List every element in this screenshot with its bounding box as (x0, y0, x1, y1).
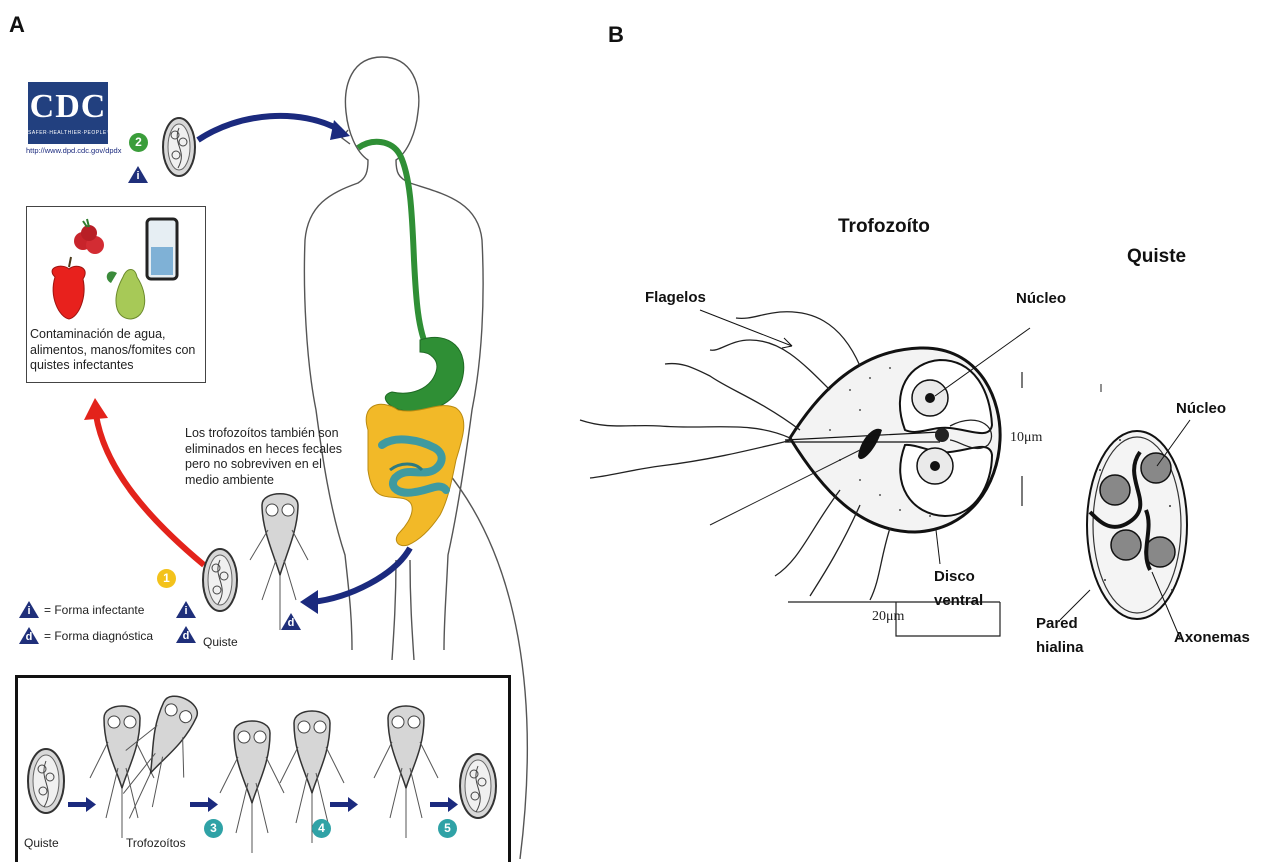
water-glass-icon (147, 219, 177, 279)
cdc-logo: CDC SAFER·HEALTHIER·PEOPLE™ (28, 82, 108, 144)
legend-diagnostic: = Forma diagnóstica (44, 629, 153, 643)
legend-infective-icon: i (19, 601, 39, 618)
cyst-diagram (1087, 384, 1187, 619)
panel-b-label: B (608, 22, 624, 48)
label-wall-2: hialina (1036, 637, 1084, 658)
esophagus (358, 142, 428, 350)
label-troph-nucleus: Núcleo (1016, 288, 1066, 309)
food-water-illustration (27, 207, 205, 327)
excreted-cyst-drawing (203, 549, 237, 611)
stage-badge-2: 2 (129, 133, 148, 152)
cdc-url: http://www.dpd.cdc.gov/dpdx (26, 146, 121, 155)
contamination-text: Contaminación de agua, alimentos, manos/… (30, 327, 204, 374)
legend-infective: = Forma infectante (44, 603, 144, 617)
stage-badge-4: 4 (312, 819, 331, 838)
replication-cycle-illustration (18, 678, 508, 862)
cyst-diagnostic-marker-icon: d (176, 626, 196, 643)
scale-20um: 20μm (872, 609, 904, 625)
raspberry-icon (74, 219, 104, 254)
label-ventral-disc-2: ventral (934, 590, 983, 611)
pear-icon (107, 270, 145, 320)
trophozoite-note: Los trofozoítos también son eliminados e… (185, 426, 345, 488)
ingestion-arrow (198, 116, 340, 140)
cycle-arrows (68, 797, 458, 812)
replication-cycle-box: Quiste Trofozoítos 3 4 5 (15, 675, 511, 862)
stage-badge-5: 5 (438, 819, 457, 838)
stage-badge-3: 3 (204, 819, 223, 838)
excreted-trophozoite-drawing (250, 494, 308, 630)
cdc-logo-text: CDC (28, 88, 108, 126)
label-wall-1: Pared (1036, 613, 1078, 634)
label-axonemes: Axonemas (1174, 627, 1250, 648)
scale-10um: 10μm (1010, 430, 1042, 446)
cycle-cyst-2-drawing (460, 754, 496, 818)
label-cyst-nucleus: Núcleo (1176, 398, 1226, 419)
trophozoite-diagnostic-marker-icon: d (281, 613, 301, 630)
giardia-diagrams (560, 280, 1265, 680)
contamination-box: Contaminación de agua, alimentos, manos/… (26, 206, 206, 383)
trophozoite-diagram (580, 312, 1022, 636)
cycle-trophozoite-1-drawing (90, 706, 154, 838)
cyst-title: Quiste (1127, 246, 1186, 268)
infective-marker-icon: i (128, 166, 148, 183)
cycle-cyst-label: Quiste (24, 836, 59, 850)
label-flagella: Flagelos (645, 287, 706, 308)
infective-cyst-drawing (163, 118, 195, 176)
cdc-tagline: SAFER·HEALTHIER·PEOPLE™ (28, 130, 108, 136)
trophozoite-title: Trofozoíto (838, 216, 930, 238)
stomach (385, 337, 463, 411)
apple-icon (52, 257, 85, 319)
cycle-cyst-drawing (28, 749, 64, 813)
cycle-trophozoite-3-drawing (374, 706, 438, 838)
cyst-infective-marker-icon: i (176, 601, 196, 618)
cyst-label: Quiste (203, 635, 238, 649)
cycle-trophozoites-label: Trofozoítos (126, 836, 186, 850)
label-ventral-disc-1: Disco (934, 566, 975, 587)
legend-diagnostic-icon: d (19, 627, 39, 644)
stage-badge-1: 1 (157, 569, 176, 588)
